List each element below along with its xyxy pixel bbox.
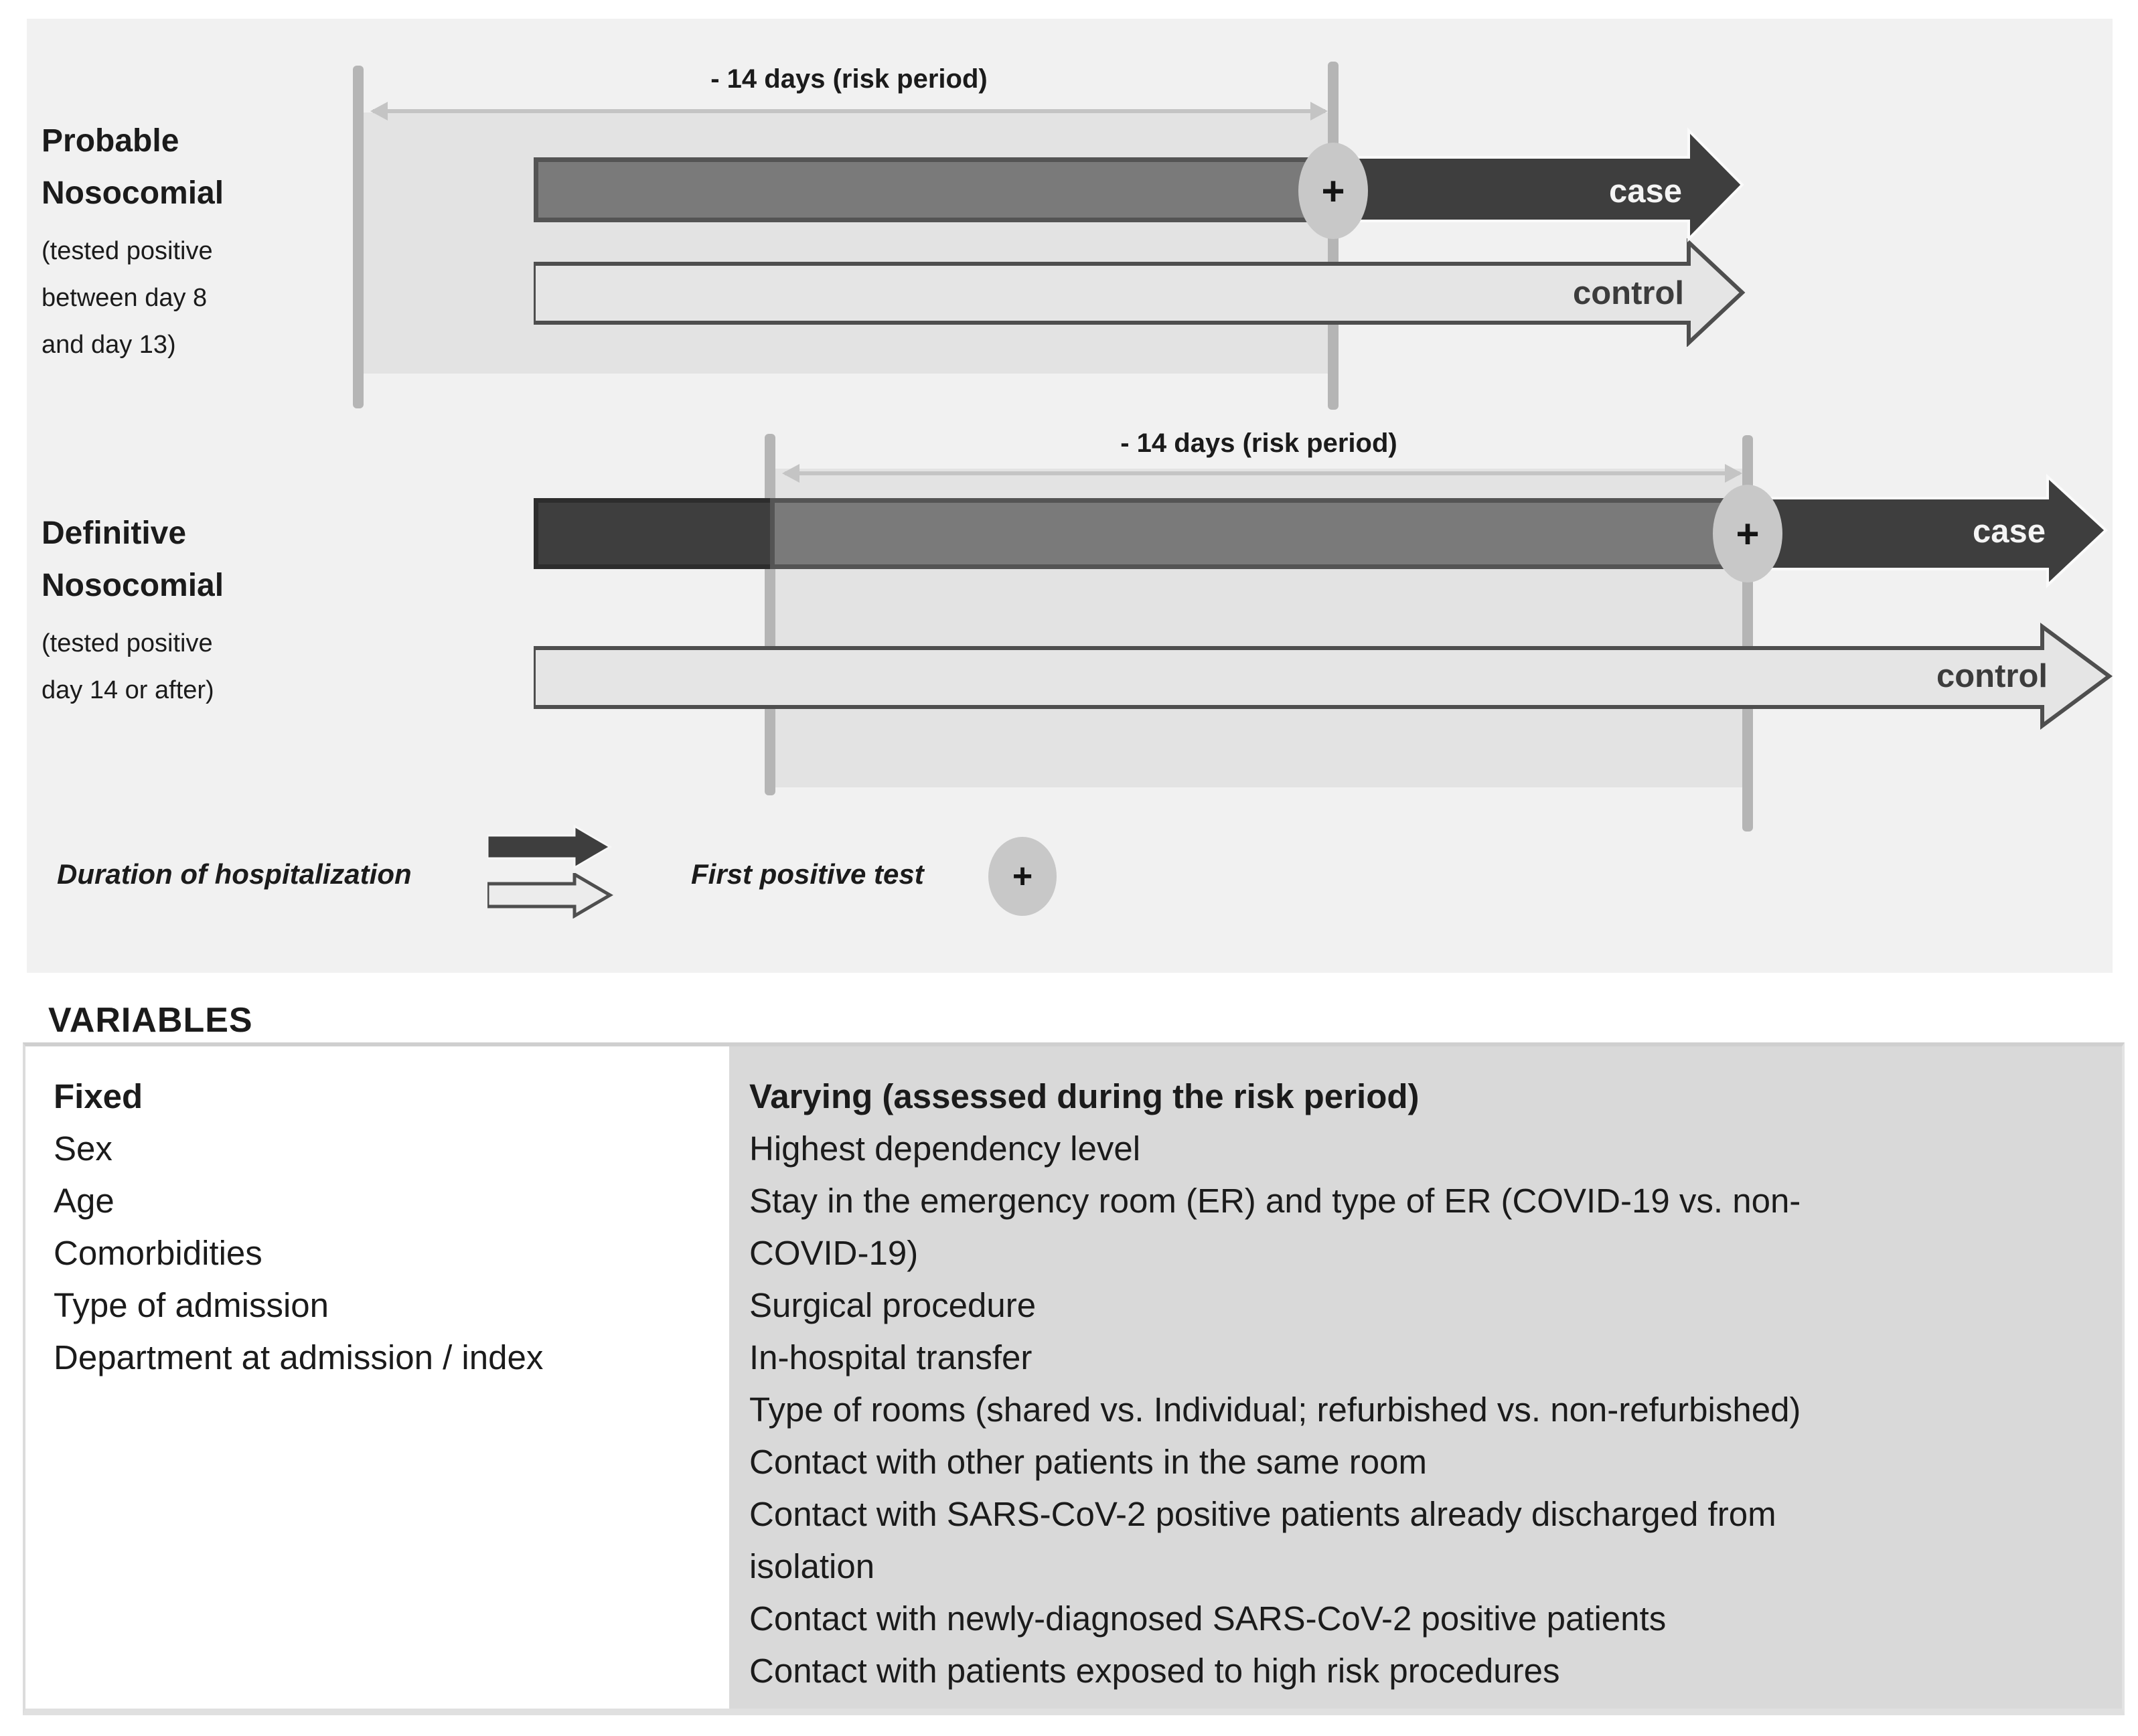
timeline-subtitle-line: (tested positive [42,629,213,657]
varying-variable-line: In-hospital transfer [749,1338,1033,1376]
legend-first-positive-marker: + [988,837,1057,916]
timeline-title-line: Probable [42,123,179,159]
risk-period-label-definitive: - 14 days (risk period) [1120,428,1397,458]
fixed-column-header: Fixed [54,1077,143,1115]
timeline-subtitle-line: day 14 or after) [42,676,214,704]
case-hospitalization-bar-probable [534,157,1333,222]
control-label-definitive: control [1936,658,2048,694]
variables-table: Fixed Sex Age Comorbidities Type of admi… [23,1042,2125,1715]
case-arrow-definitive [1742,473,2108,588]
case-hospitalization-bar-definitive [770,498,1749,569]
legend-case-arrow-icon [487,825,612,870]
varying-variable-line: Contact with other patients in the same … [749,1443,1428,1481]
varying-variable-line: isolation [749,1547,875,1585]
control-label-probable: control [1572,275,1684,311]
timeline-subtitle-line: (tested positive [42,237,213,265]
case-arrow-probable [1333,127,1744,242]
varying-variable-line: Surgical procedure [749,1286,1037,1324]
pre-risk-hospitalization-bar-definitive [534,498,775,569]
control-arrow-probable [534,238,1746,347]
first-positive-test-marker-probable: + [1298,143,1368,239]
fixed-variable-item: Age [54,1182,114,1220]
varying-variable-line: Highest dependency level [749,1129,1141,1168]
risk-period-label-probable: - 14 days (risk period) [710,64,988,94]
timeline-title-probable: Probable Nosocomial [42,115,336,220]
legend-duration-label: Duration of hospitalization [57,858,412,890]
risk-start-line-definitive [765,434,775,795]
timeline-subtitle-probable: (tested positive between day 8 and day 1… [42,228,336,368]
varying-variable-line: Contact with SARS-CoV-2 positive patient… [749,1495,1776,1533]
risk-period-dimension-arrow-definitive [782,464,1742,483]
case-label-probable: case [1608,173,1682,210]
legend-control-arrow-icon [487,873,613,919]
risk-period-shade-probable [364,112,1328,374]
fixed-variables-column: Fixed Sex Age Comorbidities Type of admi… [25,1046,729,1709]
varying-variables-column: Varying (assessed during the risk period… [729,1046,2122,1709]
varying-variable-line: Contact with patients exposed to high ri… [749,1652,1560,1690]
fixed-variable-item: Comorbidities [54,1234,262,1272]
fixed-variable-item: Department at admission / index [54,1338,544,1376]
variables-heading: VARIABLES [48,1001,253,1040]
risk-period-dimension-arrow-probable [370,102,1328,121]
timeline-title-line: Definitive [42,516,187,551]
fixed-variable-item: Type of admission [54,1286,329,1324]
timeline-title-definitive: Definitive Nosocomial [42,507,336,612]
risk-start-line-probable [353,66,364,408]
fixed-variable-item: Sex [54,1129,112,1168]
varying-variable-line: Stay in the emergency room (ER) and type… [749,1182,1801,1220]
varying-variable-line: Type of rooms (shared vs. Individual; re… [749,1391,1801,1429]
first-positive-test-marker-definitive: + [1713,485,1782,582]
timeline-subtitle-line: between day 8 [42,284,208,312]
varying-variable-line: Contact with newly-diagnosed SARS-CoV-2 … [749,1599,1667,1638]
timeline-title-line: Nosocomial [42,175,224,211]
case-label-definitive: case [1972,514,2046,550]
legend-first-positive-label: First positive test [691,858,924,890]
timeline-subtitle-definitive: (tested positive day 14 or after) [42,620,336,714]
varying-column-header: Varying (assessed during the risk period… [749,1077,1420,1115]
varying-variable-line: COVID-19) [749,1234,919,1272]
timeline-title-line: Nosocomial [42,568,224,603]
timeline-subtitle-line: and day 13) [42,331,176,359]
control-arrow-definitive [534,623,2113,730]
